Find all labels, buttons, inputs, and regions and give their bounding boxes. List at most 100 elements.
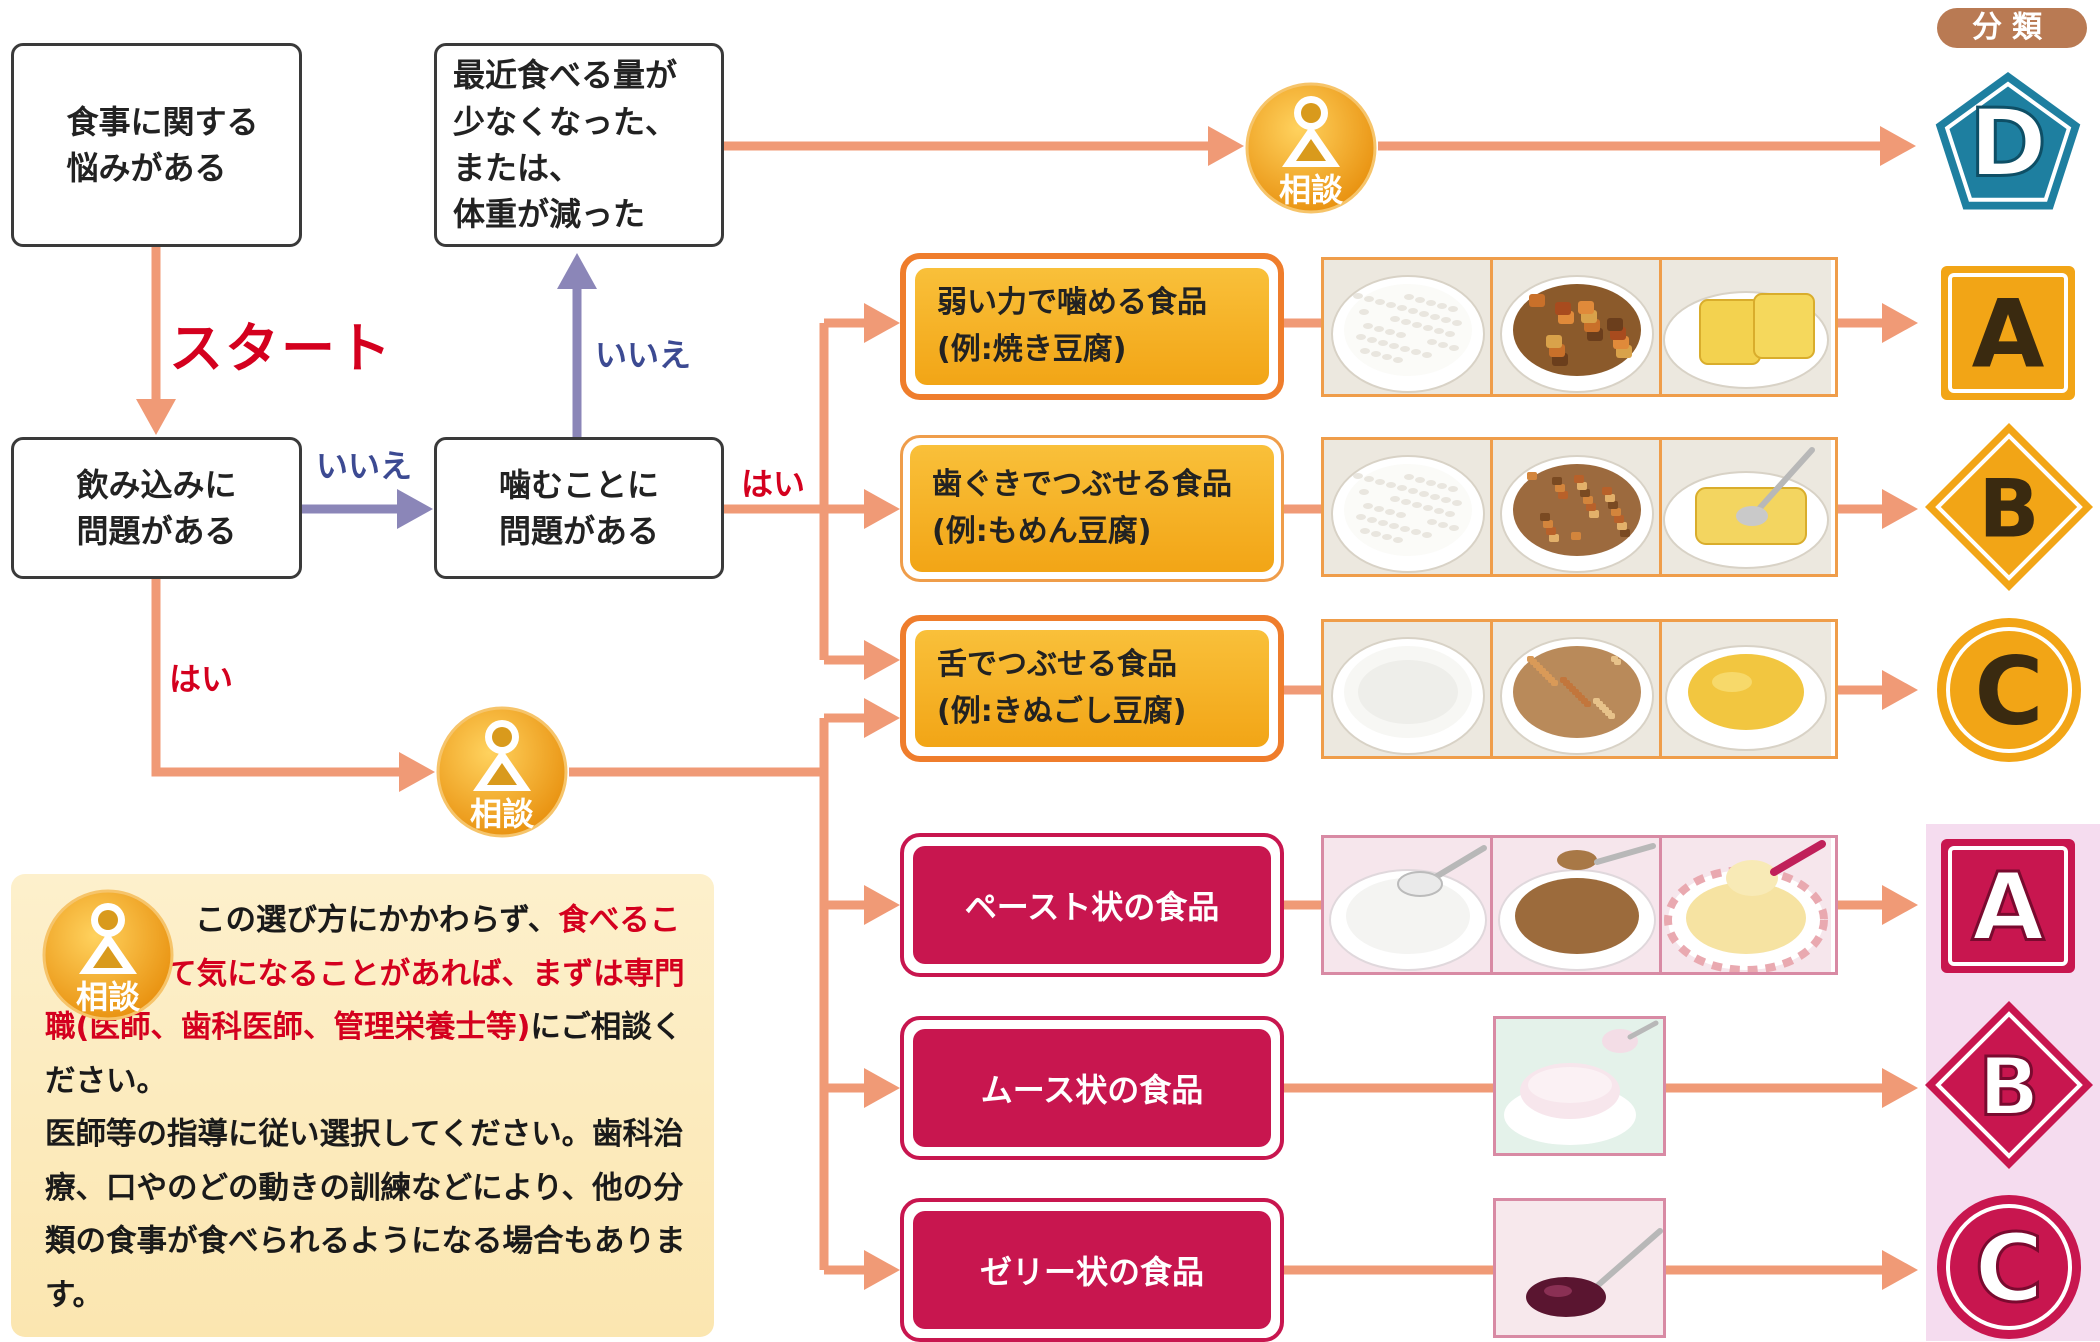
food-box-gum-inner: 歯ぐきでつぶせる食品 (例:もめん豆腐) (910, 445, 1274, 572)
care-box-paste: ペースト状の食品 (900, 833, 1284, 977)
food-example: (例:もめん豆腐) (932, 513, 1152, 549)
consult-badge-middle: 相談 (435, 705, 569, 839)
arrowhead-consult-d (1880, 126, 1916, 166)
yes-label-chew: はい (741, 465, 806, 503)
category-letter: C (1975, 1215, 2044, 1324)
photo-tamagoyaki-soft (1662, 440, 1831, 574)
question-meal-concerns-text: 食事に関する 悩みがある (66, 102, 259, 187)
note-text-body: 医師等の指導に従い選択してください。歯科治療、口やのどの動きの訓練などにより、他… (45, 1117, 686, 1313)
question-meal-concerns: 食事に関する 悩みがある (11, 43, 302, 247)
photo-strip-hard (1321, 257, 1838, 397)
photo-porridge (1324, 622, 1493, 756)
photo-rice-paste (1324, 838, 1493, 972)
food-example: (例:きぬごし豆腐) (937, 693, 1187, 729)
arrowhead-weak-bite (864, 303, 900, 343)
arrowhead-badge-b-care (1882, 1068, 1918, 1108)
question-eating-less: 最近食べる量が 少なくなった、 または、 体重が減った (434, 43, 724, 247)
arrowhead-eating-less (1208, 126, 1244, 166)
food-title: 舌でつぶせる食品 (937, 647, 1177, 682)
category-letter: D (1969, 90, 2047, 199)
question-eating-less-text: 最近食べる量が 少なくなった、 または、 体重が減った (453, 56, 678, 234)
care-box-mousse: ムース状の食品 (900, 1016, 1284, 1160)
food-box-weak-bite-inner: 弱い力で噛める食品 (例:焼き豆腐) (915, 268, 1269, 385)
photo-mousse (1496, 1019, 1663, 1153)
arrowhead-badge-a (1882, 303, 1918, 343)
arrowhead-badge-a-care (1882, 885, 1918, 925)
no-label-swallow: いいえ (316, 447, 413, 485)
photo-strip-tongue (1321, 619, 1838, 759)
category-badge-c-magenta: C (1937, 1195, 2081, 1339)
arrowhead-paste (864, 885, 900, 925)
question-chewing-text: 噛むことに 問題がある (498, 465, 659, 550)
consult-label: 相談 (469, 795, 534, 833)
photo-stew (1493, 260, 1662, 394)
category-letter: B (1979, 463, 2040, 556)
arrowhead-badge-c (1882, 670, 1918, 710)
care-box-jelly: ゼリー状の食品 (900, 1198, 1284, 1342)
arrowhead-swallow-no (397, 489, 433, 529)
arrowhead-badge-b (1882, 489, 1918, 529)
person-icon (1245, 82, 1377, 214)
category-letter: C (1975, 638, 2044, 747)
care-box-mousse-label: ムース状の食品 (913, 1029, 1271, 1147)
food-title: 弱い力で噛める食品 (937, 285, 1207, 320)
photo-egg-paste (1662, 838, 1831, 972)
question-swallowing: 飲み込みに 問題がある (11, 437, 302, 579)
consult-label: 相談 (1278, 171, 1343, 209)
photo-tamagoyaki (1662, 260, 1831, 394)
arrowhead-jelly (864, 1250, 900, 1290)
category-badge-d-pentagon: D (1935, 72, 2081, 210)
photo-egg-mash (1662, 622, 1831, 756)
yes-label-swallow: はい (169, 660, 234, 698)
arrowhead-gum (864, 489, 900, 529)
arrowhead-badge-c-care (1882, 1250, 1918, 1290)
start-label: スタート (169, 317, 393, 380)
note-text-consult: にご相談ください。 (45, 1010, 683, 1099)
category-letter: B (1979, 1041, 2040, 1134)
photo-rice-soft (1324, 440, 1493, 574)
note-text-intro: この選び方にかかわらず、 (195, 903, 559, 938)
consult-label: 相談 (75, 978, 140, 1016)
photo-strip-mousse (1493, 1016, 1666, 1156)
category-badge-b-orange: B (1925, 423, 2093, 591)
care-box-jelly-label: ゼリー状の食品 (913, 1211, 1271, 1329)
photo-meat-paste (1493, 838, 1662, 972)
photo-stew-soft (1493, 440, 1662, 574)
connector-swallow-yes (151, 579, 400, 777)
question-chewing: 噛むことに 問題がある (434, 437, 724, 579)
photo-stew-mushy (1493, 622, 1662, 756)
photo-jelly (1496, 1201, 1663, 1335)
category-letter: A (1972, 281, 2045, 390)
category-tab: 分類 (1937, 8, 2087, 48)
arrowhead-tongue-lower (864, 698, 900, 738)
category-badge-a-magenta: A (1941, 839, 2075, 973)
person-icon (436, 706, 568, 838)
category-badge-b-magenta: B (1925, 1001, 2093, 1169)
food-box-tongue-inner: 舌でつぶせる食品 (例:きぬごし豆腐) (915, 630, 1269, 747)
food-title: 歯ぐきでつぶせる食品 (932, 467, 1232, 502)
food-box-gum: 歯ぐきでつぶせる食品 (例:もめん豆腐) (900, 435, 1284, 582)
no-label-chew: いいえ (595, 336, 692, 374)
photo-rice (1324, 260, 1493, 394)
consult-badge-note: 相談 (41, 888, 175, 1022)
photo-strip-soft (1321, 437, 1838, 577)
food-box-weak-bite: 弱い力で噛める食品 (例:焼き豆腐) (900, 253, 1284, 400)
consult-badge-top: 相談 (1244, 81, 1378, 215)
arrowhead-tongue (864, 640, 900, 680)
food-example: (例:焼き豆腐) (937, 331, 1127, 367)
photo-strip-jelly (1493, 1198, 1666, 1338)
category-badge-a-orange: A (1941, 266, 2075, 400)
arrowhead-start (136, 399, 176, 435)
category-letter: A (1972, 854, 2045, 963)
person-icon (42, 889, 174, 1021)
photo-strip-paste (1321, 835, 1838, 975)
question-swallowing-text: 飲み込みに 問題がある (76, 465, 237, 550)
arrowhead-chew-no (557, 253, 597, 289)
arrowhead-mousse (864, 1068, 900, 1108)
category-badge-c-orange: C (1937, 618, 2081, 762)
care-box-paste-label: ペースト状の食品 (913, 846, 1271, 964)
arrowhead-swallow-yes (399, 752, 435, 792)
food-box-tongue: 舌でつぶせる食品 (例:きぬごし豆腐) (900, 615, 1284, 762)
